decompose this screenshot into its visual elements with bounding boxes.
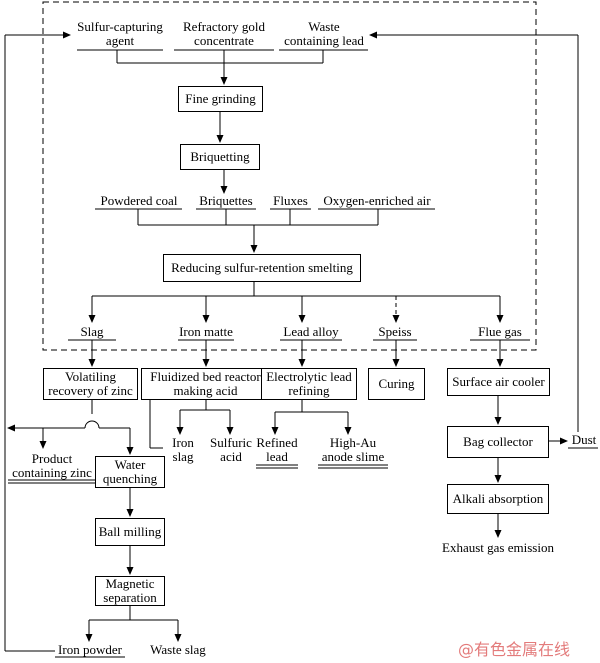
product-speiss: Speiss: [378, 324, 412, 339]
step-reducing-smelting: Reducing sulfur-retention smelting: [163, 254, 361, 282]
step-bag-collector: Bag collector: [447, 426, 549, 458]
input-oxygen-enriched-air: Oxygen-enriched air: [323, 193, 431, 208]
step-volatilizing-zinc: Volatiling recovery of zinc: [43, 368, 138, 400]
input-sulfur-capturing-agent: Sulfur-capturing agent: [77, 19, 163, 48]
product-slag: Slag: [80, 324, 104, 339]
input-powdered-coal: Powdered coal: [100, 193, 178, 208]
product-sulfuric-acid: Sulfuric acid: [210, 435, 252, 464]
step-alkali-absorption: Alkali absorption: [447, 484, 549, 514]
step-magnetic-separation: Magnetic separation: [95, 576, 165, 606]
step-surface-air-cooler: Surface air cooler: [447, 368, 550, 396]
input-waste-containing-lead: Waste containing lead: [284, 19, 364, 48]
product-waste-slag: Waste slag: [150, 642, 206, 657]
step-fine-grinding: Fine grinding: [178, 86, 263, 112]
output-exhaust-gas-emission: Exhaust gas emission: [442, 540, 554, 555]
step-curing: Curing: [368, 368, 425, 400]
product-dust: Dust: [571, 432, 597, 447]
step-ball-milling: Ball milling: [95, 518, 165, 546]
input-briquettes: Briquettes: [199, 193, 253, 208]
step-water-quenching: Water quenching: [95, 456, 165, 488]
step-electrolytic-refining: Electrolytic lead refining: [261, 368, 357, 400]
product-flue-gas: Flue gas: [478, 324, 522, 339]
product-refined-lead: Refined lead: [256, 435, 298, 464]
step-briquetting: Briquetting: [180, 144, 260, 170]
product-containing-zinc: Product containing zinc: [12, 451, 92, 480]
product-iron-matte: Iron matte: [179, 324, 233, 339]
product-lead-alloy: Lead alloy: [283, 324, 339, 339]
input-fluxes: Fluxes: [273, 193, 308, 208]
watermark: @有色金属在线: [458, 640, 571, 659]
step-fluidized-bed-reactor: Fluidized bed reactor making acid: [141, 368, 270, 400]
product-iron-slag: Iron slag: [172, 435, 194, 464]
product-high-au-anode-slime: High-Au anode slime: [321, 435, 385, 464]
product-iron-powder: Iron powder: [58, 642, 122, 657]
input-refractory-gold-concentrate: Refractory gold concentrate: [183, 19, 265, 48]
